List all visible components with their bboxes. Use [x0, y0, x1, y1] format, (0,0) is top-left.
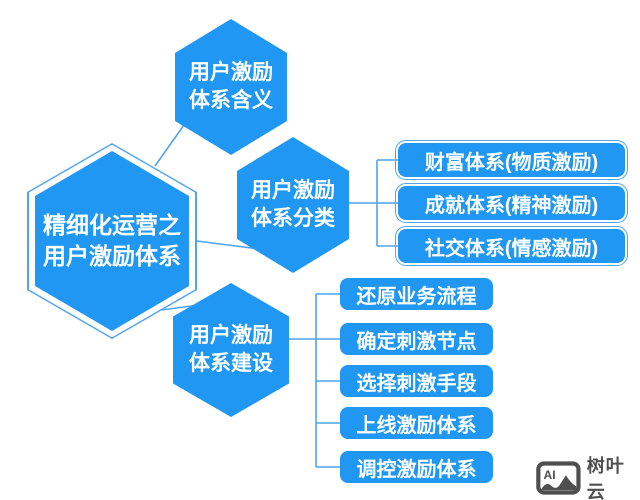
leaf-box-achievement-system: 成就体系(精神激励)	[394, 182, 629, 224]
watermark: AI 树叶云	[536, 452, 640, 500]
leaf-box-launch-system: 上线激励体系	[340, 407, 493, 439]
leaf-box-restore-process: 还原业务流程	[340, 278, 493, 310]
branch-meaning-line2: 体系含义	[189, 89, 273, 112]
branch-construction-line2: 体系建设	[189, 352, 273, 375]
leaf-box-regulate-system: 调控激励体系	[340, 451, 493, 483]
root-node-line1: 精细化运营之	[43, 212, 181, 238]
connector-root-to-classification	[196, 240, 260, 250]
branch-construction-line1: 用户激励	[189, 324, 273, 347]
bracket-construction	[289, 293, 342, 468]
bracket-classification	[349, 159, 398, 247]
branch-classification-line1: 用户激励	[251, 179, 335, 202]
leaf-box-stimulus-means: 选择刺激手段	[340, 365, 493, 397]
branch-classification-line2: 体系分类	[251, 207, 335, 230]
root-node: 精细化运营之 用户激励体系	[27, 143, 197, 339]
mountain-shape	[540, 475, 577, 491]
leaf-box-stimulus-nodes: 确定刺激节点	[340, 323, 493, 355]
leaf-box-wealth-system: 财富体系(物质激励)	[394, 139, 629, 181]
branch-meaning-line1: 用户激励	[189, 61, 273, 84]
watermark-text: 树叶云	[586, 456, 625, 500]
connector-root-to-meaning	[154, 124, 185, 167]
root-node-line2: 用户激励体系	[43, 243, 181, 269]
root-node-hexagon	[35, 151, 189, 331]
ai-image-icon: AI	[536, 461, 581, 495]
root-node-label: 精细化运营之 用户激励体系	[27, 143, 197, 339]
ai-icon-label: AI	[543, 468, 555, 482]
branch-hexagon-construction: 用户激励 体系建设	[173, 283, 289, 417]
leaf-box-social-system: 社交体系(情感激励)	[394, 225, 629, 267]
